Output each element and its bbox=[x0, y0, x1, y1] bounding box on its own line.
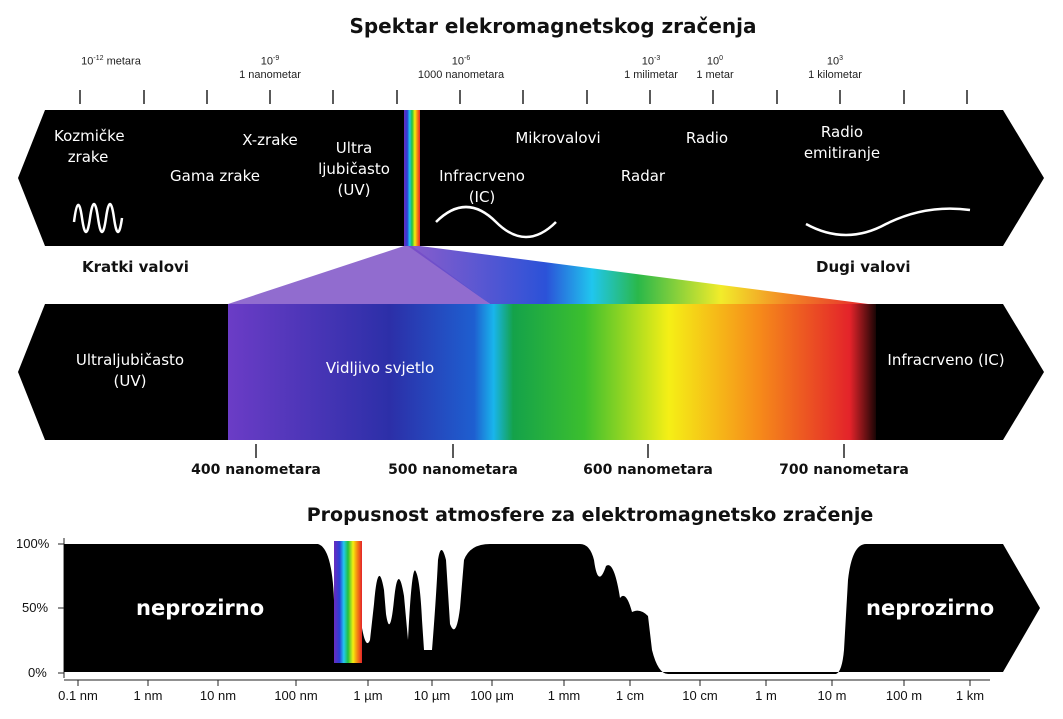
label-radar: Radar bbox=[620, 167, 666, 185]
label-radio: Radio bbox=[685, 129, 729, 147]
short-wave-icon bbox=[72, 202, 124, 234]
atmosphere-opacity-area bbox=[64, 544, 1040, 674]
x-label-1: 1 nm bbox=[133, 688, 163, 703]
nm-ticks bbox=[255, 444, 845, 458]
x-label-8: 1 cm bbox=[615, 688, 645, 703]
visible-slice bbox=[404, 110, 420, 246]
label-visible-uv: Ultraljubičasto (UV) bbox=[75, 351, 185, 390]
label-ultraviolet: Ultra ljubičasto (UV) bbox=[318, 139, 390, 199]
spectrum-title: Spektar elekromagnetskog zračenja bbox=[349, 14, 757, 38]
y-label-50: 50% bbox=[22, 600, 49, 615]
opaque-left-label: neprozirno bbox=[136, 596, 265, 620]
x-label-13: 1 km bbox=[955, 688, 985, 703]
ir-wave-icon bbox=[435, 205, 557, 239]
y-label-0: 0% bbox=[28, 665, 47, 680]
nm-label-400: 400 nanometara bbox=[191, 462, 321, 478]
label-gamma-rays: Gama zrake bbox=[170, 167, 260, 185]
atmosphere-title: Propusnost atmosfere za elektromagnetsko… bbox=[306, 504, 874, 526]
scale-label-1: 10-12 metara bbox=[81, 55, 141, 68]
label-cosmic-rays: Kozmičke zrake bbox=[54, 127, 125, 166]
long-wave-icon bbox=[805, 207, 971, 237]
label-visible-light: Vidljivo svjetlo bbox=[325, 359, 435, 377]
x-label-2: 10 nm bbox=[199, 688, 237, 703]
nm-label-600: 600 nanometara bbox=[583, 462, 713, 478]
x-label-10: 1 m bbox=[755, 688, 777, 703]
long-waves-label: Dugi valovi bbox=[816, 258, 911, 276]
spectrum-band bbox=[18, 110, 1044, 246]
atmosphere-visible-window bbox=[334, 541, 362, 663]
visible-fan bbox=[408, 246, 868, 304]
x-label-9: 10 cm bbox=[682, 688, 718, 703]
visible-fan-left bbox=[228, 246, 490, 304]
nm-label-500: 500 nanometara bbox=[388, 462, 518, 478]
x-label-6: 100 µm bbox=[470, 688, 514, 703]
label-visible-ir: Infracrveno (IC) bbox=[887, 351, 1005, 369]
label-x-rays: X-zrake bbox=[242, 131, 298, 149]
x-label-12: 100 m bbox=[885, 688, 923, 703]
x-label-4: 1 µm bbox=[353, 688, 383, 703]
x-tick-marks bbox=[77, 680, 971, 686]
x-label-3: 100 nm bbox=[274, 688, 318, 703]
visible-spectrum-gradient bbox=[228, 304, 876, 440]
label-radio-broadcast: Radio emitiranje bbox=[803, 123, 881, 162]
label-microwaves: Mikrovalovi bbox=[515, 129, 601, 147]
x-label-7: 1 mm bbox=[547, 688, 581, 703]
y-label-100: 100% bbox=[16, 536, 50, 551]
x-label-5: 10 µm bbox=[413, 688, 451, 703]
label-infrared: Infracrveno (IC) bbox=[439, 167, 525, 206]
x-label-0: 0.1 nm bbox=[58, 688, 98, 703]
y-tick-marks bbox=[58, 543, 64, 674]
short-waves-label: Kratki valovi bbox=[82, 258, 189, 276]
x-label-11: 10 m bbox=[817, 688, 847, 703]
scale-ticks bbox=[79, 90, 968, 104]
nm-label-700: 700 nanometara bbox=[779, 462, 909, 478]
opaque-right-label: neprozirno bbox=[866, 596, 995, 620]
